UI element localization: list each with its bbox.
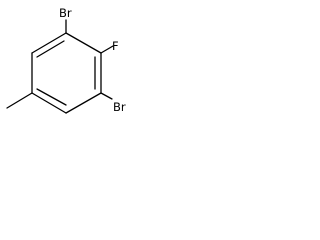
atom-label-bromine-top: Br: [59, 6, 72, 20]
double-bond-inner-c1-c6: [36, 40, 65, 58]
bond-c2-fluorine: [100, 45, 114, 54]
ring-bond-c6-c1: [31, 32, 67, 54]
molecule-structure: Br F Br: [6, 6, 126, 114]
ring-bond-c3-c4: [65, 92, 102, 114]
atom-label-fluorine: F: [112, 39, 119, 53]
bond-c3-bromine-bottom: [100, 92, 113, 100]
double-bond-inner-c4-c5: [36, 88, 67, 106]
ring-bond-c4-c5: [31, 92, 67, 114]
ring-bond-c1-c2: [65, 32, 102, 54]
bond-c5-methyl: [6, 92, 33, 109]
atom-label-bromine-bottom: Br: [113, 100, 126, 114]
